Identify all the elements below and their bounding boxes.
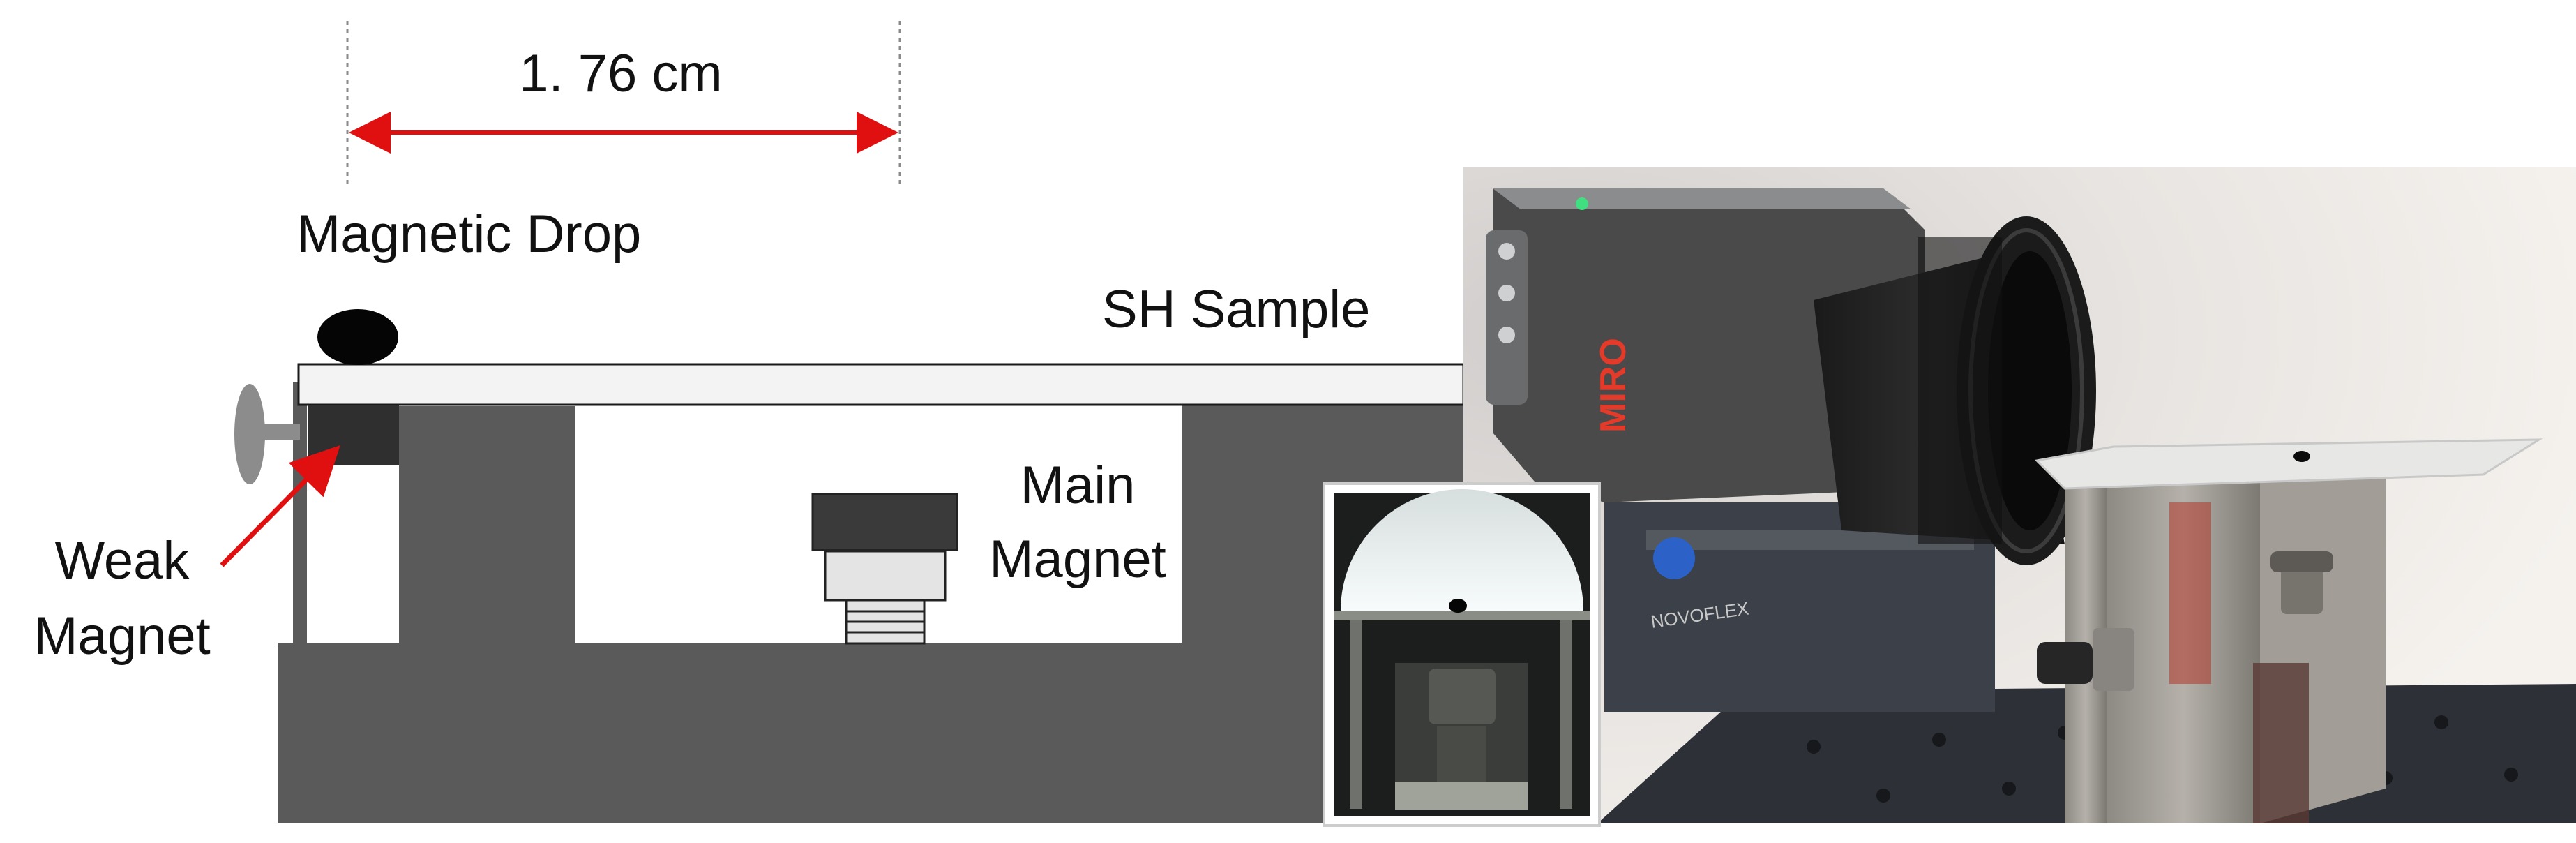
left-support-column: [399, 406, 575, 647]
dimension-indicator: [346, 21, 901, 188]
mount-knob: [1653, 537, 1695, 579]
clamp-screw-stem: [258, 424, 300, 440]
sh-sample-label: SH Sample: [1102, 280, 1371, 339]
main-magnet-label-line1: Main: [1020, 456, 1136, 515]
weak-magnet-label-line1: Weak: [54, 531, 190, 590]
sh-sample-strip: [297, 363, 1465, 406]
camera-brand-logo: MIRO: [1593, 338, 1634, 433]
weak-magnet: [308, 405, 399, 465]
inset-drop-photo: [1323, 482, 1601, 827]
weak-magnet-arrow: [220, 445, 340, 567]
inset-backlight: [1341, 489, 1583, 611]
sample-plate: [2034, 438, 2543, 490]
inset-drop: [1449, 599, 1467, 613]
sample-holder: [2034, 438, 2543, 823]
magnetic-drop-label: Magnetic Drop: [296, 204, 642, 264]
base-block: [278, 643, 1463, 823]
clamp-post: [293, 382, 307, 648]
magnetic-drop: [317, 309, 398, 365]
main-magnet-middle: [824, 550, 947, 602]
dimension-label: 1. 76 cm: [519, 44, 723, 103]
clamp-screw-head: [234, 384, 265, 484]
main-magnet-label-line2: Magnet: [989, 530, 1166, 589]
main-magnet-stack: [811, 493, 958, 645]
camera-body: [1493, 188, 1925, 502]
main-magnet-top: [811, 493, 958, 551]
camera-setup-photo: NOVOFLEX MIRO: [1463, 167, 2576, 823]
weak-magnet-label-line2: Magnet: [33, 606, 211, 666]
